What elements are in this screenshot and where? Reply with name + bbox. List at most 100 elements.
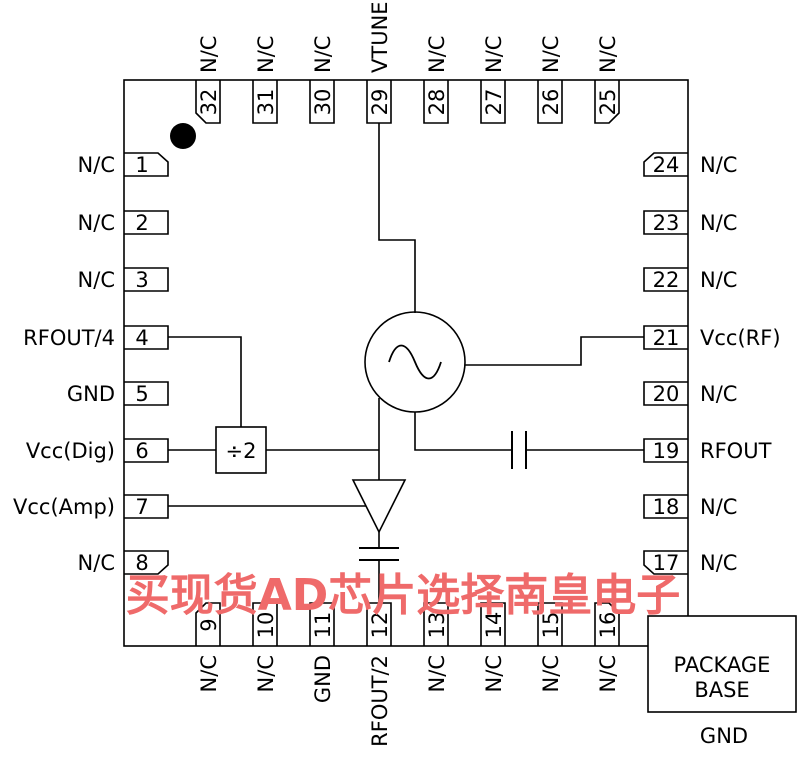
pin-label: N/C: [78, 268, 115, 292]
pin-label: N/C: [539, 36, 563, 73]
oscillator-symbol: [364, 311, 466, 413]
pin1-indicator-dot: [170, 123, 196, 149]
bottom-pin-13: 13 N/C: [423, 602, 449, 692]
top-pin-26: 26 N/C: [537, 36, 563, 124]
pin-label: N/C: [78, 211, 115, 235]
pin-number: 6: [135, 439, 148, 463]
pin-number: 14: [482, 612, 506, 639]
rfout-trace-a: [414, 412, 512, 451]
bottom-pin-11: 11 GND: [309, 602, 335, 703]
pin-label: N/C: [700, 268, 737, 292]
bottom-pin-10: 10 N/C: [252, 602, 278, 692]
left-pin-6: 6 Vcc(Dig): [26, 438, 169, 463]
right-pin-18: 18 N/C: [643, 494, 737, 519]
pin-label: RFOUT/4: [23, 326, 115, 350]
pin-label: GND: [67, 382, 115, 406]
pin-number: 22: [653, 268, 680, 292]
vccrf-trace: [465, 336, 644, 366]
pin-number: 5: [135, 382, 148, 406]
pin-number: 30: [311, 89, 335, 116]
pin-label: Vcc(RF): [700, 326, 781, 350]
left-pin-3: 3 N/C: [78, 267, 169, 292]
pin-label: N/C: [425, 36, 449, 73]
left-pin-7: 7 Vcc(Amp): [13, 494, 169, 519]
pin-number: 20: [653, 382, 680, 406]
pin-number: 10: [254, 612, 278, 639]
pin-number: 32: [197, 89, 221, 116]
pin-number: 26: [539, 89, 563, 116]
pin-label: N/C: [482, 36, 506, 73]
left-pin-2: 2 N/C: [78, 210, 169, 235]
pin-number: 8: [135, 551, 148, 575]
pin-number: 12: [368, 612, 392, 639]
package-outline: [123, 79, 689, 647]
vtune-trace: [378, 123, 416, 313]
pin-label: N/C: [197, 36, 221, 73]
pin-label: N/C: [78, 551, 115, 575]
pin-label: VTUNE: [368, 1, 392, 73]
pin-number: 27: [482, 89, 506, 116]
pin-label: Vcc(Dig): [26, 439, 115, 463]
package-base-line2: BASE: [694, 678, 749, 702]
pin-number: 4: [135, 326, 148, 350]
pin-number: 29: [368, 89, 392, 116]
pin-label: N/C: [254, 36, 278, 73]
right-pin-17: 17 N/C: [643, 550, 737, 575]
top-pin-30: 30 N/C: [309, 36, 335, 124]
pin-number: 19: [653, 439, 680, 463]
bottom-pin-16: 16 N/C: [594, 602, 620, 692]
pin-label: N/C: [197, 655, 221, 692]
watermark-text: 买现货AD芯片选择南皇电子: [126, 570, 681, 621]
pin-label: GND: [311, 655, 335, 703]
pin-number: 13: [425, 612, 449, 639]
bottom-pin-15: 15 N/C: [537, 602, 563, 692]
top-pin-25: 25 N/C: [594, 36, 620, 124]
pin-number: 11: [311, 612, 335, 639]
pin-number: 16: [596, 612, 620, 639]
rfout2-capacitor-symbol: [359, 547, 399, 561]
pin-label: RFOUT: [700, 439, 772, 463]
pin-label: N/C: [425, 655, 449, 692]
right-pin-19: 19 RFOUT: [643, 438, 772, 463]
pin-number: 15: [539, 612, 563, 639]
bottom-pin-9: 9 N/C: [195, 602, 221, 692]
pin-label: N/C: [482, 655, 506, 692]
right-pin-24: 24 N/C: [643, 152, 737, 177]
package-base-gnd-label: GND: [700, 724, 748, 748]
pin-number: 3: [135, 268, 148, 292]
top-pin-31: 31 N/C: [252, 36, 278, 124]
pin-label: N/C: [596, 36, 620, 73]
pin-label: N/C: [700, 495, 737, 519]
left-pin-8: 8 N/C: [78, 550, 169, 575]
pin-number: 2: [135, 211, 148, 235]
left-pin-4: 4 RFOUT/4: [23, 325, 169, 350]
package-base-line1: PACKAGE: [674, 653, 771, 677]
pin-label: N/C: [700, 211, 737, 235]
pin-number: 17: [653, 551, 680, 575]
bottom-pin-14: 14 N/C: [480, 602, 506, 692]
pin-label: N/C: [700, 153, 737, 177]
pin-label: N/C: [596, 655, 620, 692]
pin-number: 7: [135, 495, 148, 519]
top-pin-32: 32 N/C: [195, 36, 221, 124]
top-pin-29: 29 VTUNE: [366, 1, 392, 124]
pin-number: 28: [425, 89, 449, 116]
right-pin-21: 21 Vcc(RF): [643, 325, 781, 350]
bottom-pin-12: 12 RFOUT/2: [366, 602, 392, 747]
pin-label: N/C: [78, 153, 115, 177]
top-pin-28: 28 N/C: [423, 36, 449, 124]
pin-label: Vcc(Amp): [13, 495, 115, 519]
pin-label: N/C: [311, 36, 335, 73]
pin-number: 24: [653, 153, 680, 177]
top-pin-27: 27 N/C: [480, 36, 506, 124]
left-pin-5: 5 GND: [67, 381, 169, 406]
pin-number: 9: [197, 618, 221, 631]
pin-label: N/C: [254, 655, 278, 692]
rfout4-trace: [168, 336, 242, 427]
right-pin-23: 23 N/C: [643, 210, 737, 235]
package-base-box: [647, 615, 797, 713]
pin-number: 23: [653, 211, 680, 235]
rfout-capacitor-symbol: [511, 431, 527, 469]
